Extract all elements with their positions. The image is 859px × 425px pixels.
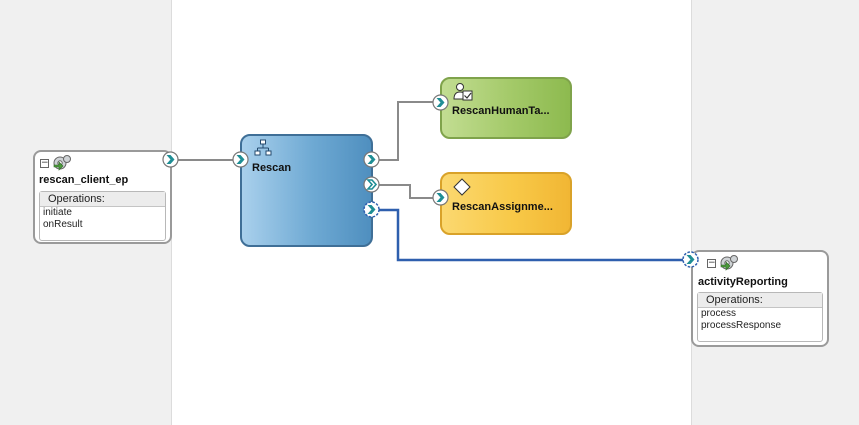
reference-endpoint-card[interactable]: − activityReporting Operations: process …: [691, 250, 829, 347]
operation-item[interactable]: processResponse: [701, 320, 782, 331]
external-references-lane: [691, 0, 859, 425]
service-endpoint-header: −: [35, 152, 170, 176]
reference-operations-box: Operations: process processResponse: [697, 292, 823, 342]
collapse-icon[interactable]: −: [707, 258, 716, 268]
process-tree-icon: [254, 139, 272, 156]
business-rule-icon: [453, 178, 471, 196]
gear-icon: [720, 255, 738, 271]
wire-rescan-to-rule[interactable]: [378, 184, 434, 199]
operation-item[interactable]: process: [701, 308, 737, 319]
human-task-component[interactable]: RescanHumanTa...: [440, 77, 572, 139]
service-operations-box: Operations: initiate onResult: [39, 191, 166, 241]
service-endpoint-card[interactable]: − rescan_client_ep Operations: initiate …: [33, 150, 172, 244]
bpel-reference-port-rule[interactable]: [363, 176, 380, 193]
human-task-icon: [453, 83, 473, 101]
humantask-service-port[interactable]: [432, 94, 449, 111]
operations-header: Operations:: [698, 293, 822, 308]
business-rule-component[interactable]: RescanAssignme...: [440, 172, 572, 235]
human-task-label: RescanHumanTa...: [452, 105, 550, 117]
service-endpoint-title: rescan_client_ep: [39, 174, 129, 186]
bpel-reference-port-selected[interactable]: [363, 201, 380, 218]
bpel-component-label: Rescan: [252, 162, 292, 174]
service-port[interactable]: [162, 151, 179, 168]
reference-port-selected[interactable]: [682, 251, 699, 268]
gear-icon: [53, 155, 71, 171]
operation-item[interactable]: onResult: [43, 219, 83, 230]
operation-item[interactable]: initiate: [43, 207, 72, 218]
reference-endpoint-title: activityReporting: [698, 276, 788, 288]
bpel-component[interactable]: Rescan: [240, 134, 373, 247]
reference-endpoint-header: −: [693, 252, 827, 276]
rule-service-port[interactable]: [432, 189, 449, 206]
bpel-reference-port-humantask[interactable]: [363, 151, 380, 168]
business-rule-label: RescanAssignme...: [452, 201, 553, 213]
operations-header: Operations:: [40, 192, 165, 207]
wire-rescan-to-reference[interactable]: [378, 208, 683, 262]
wire-rescan-to-humantask[interactable]: [378, 101, 434, 161]
bpel-service-port[interactable]: [232, 151, 249, 168]
collapse-icon[interactable]: −: [40, 158, 49, 168]
